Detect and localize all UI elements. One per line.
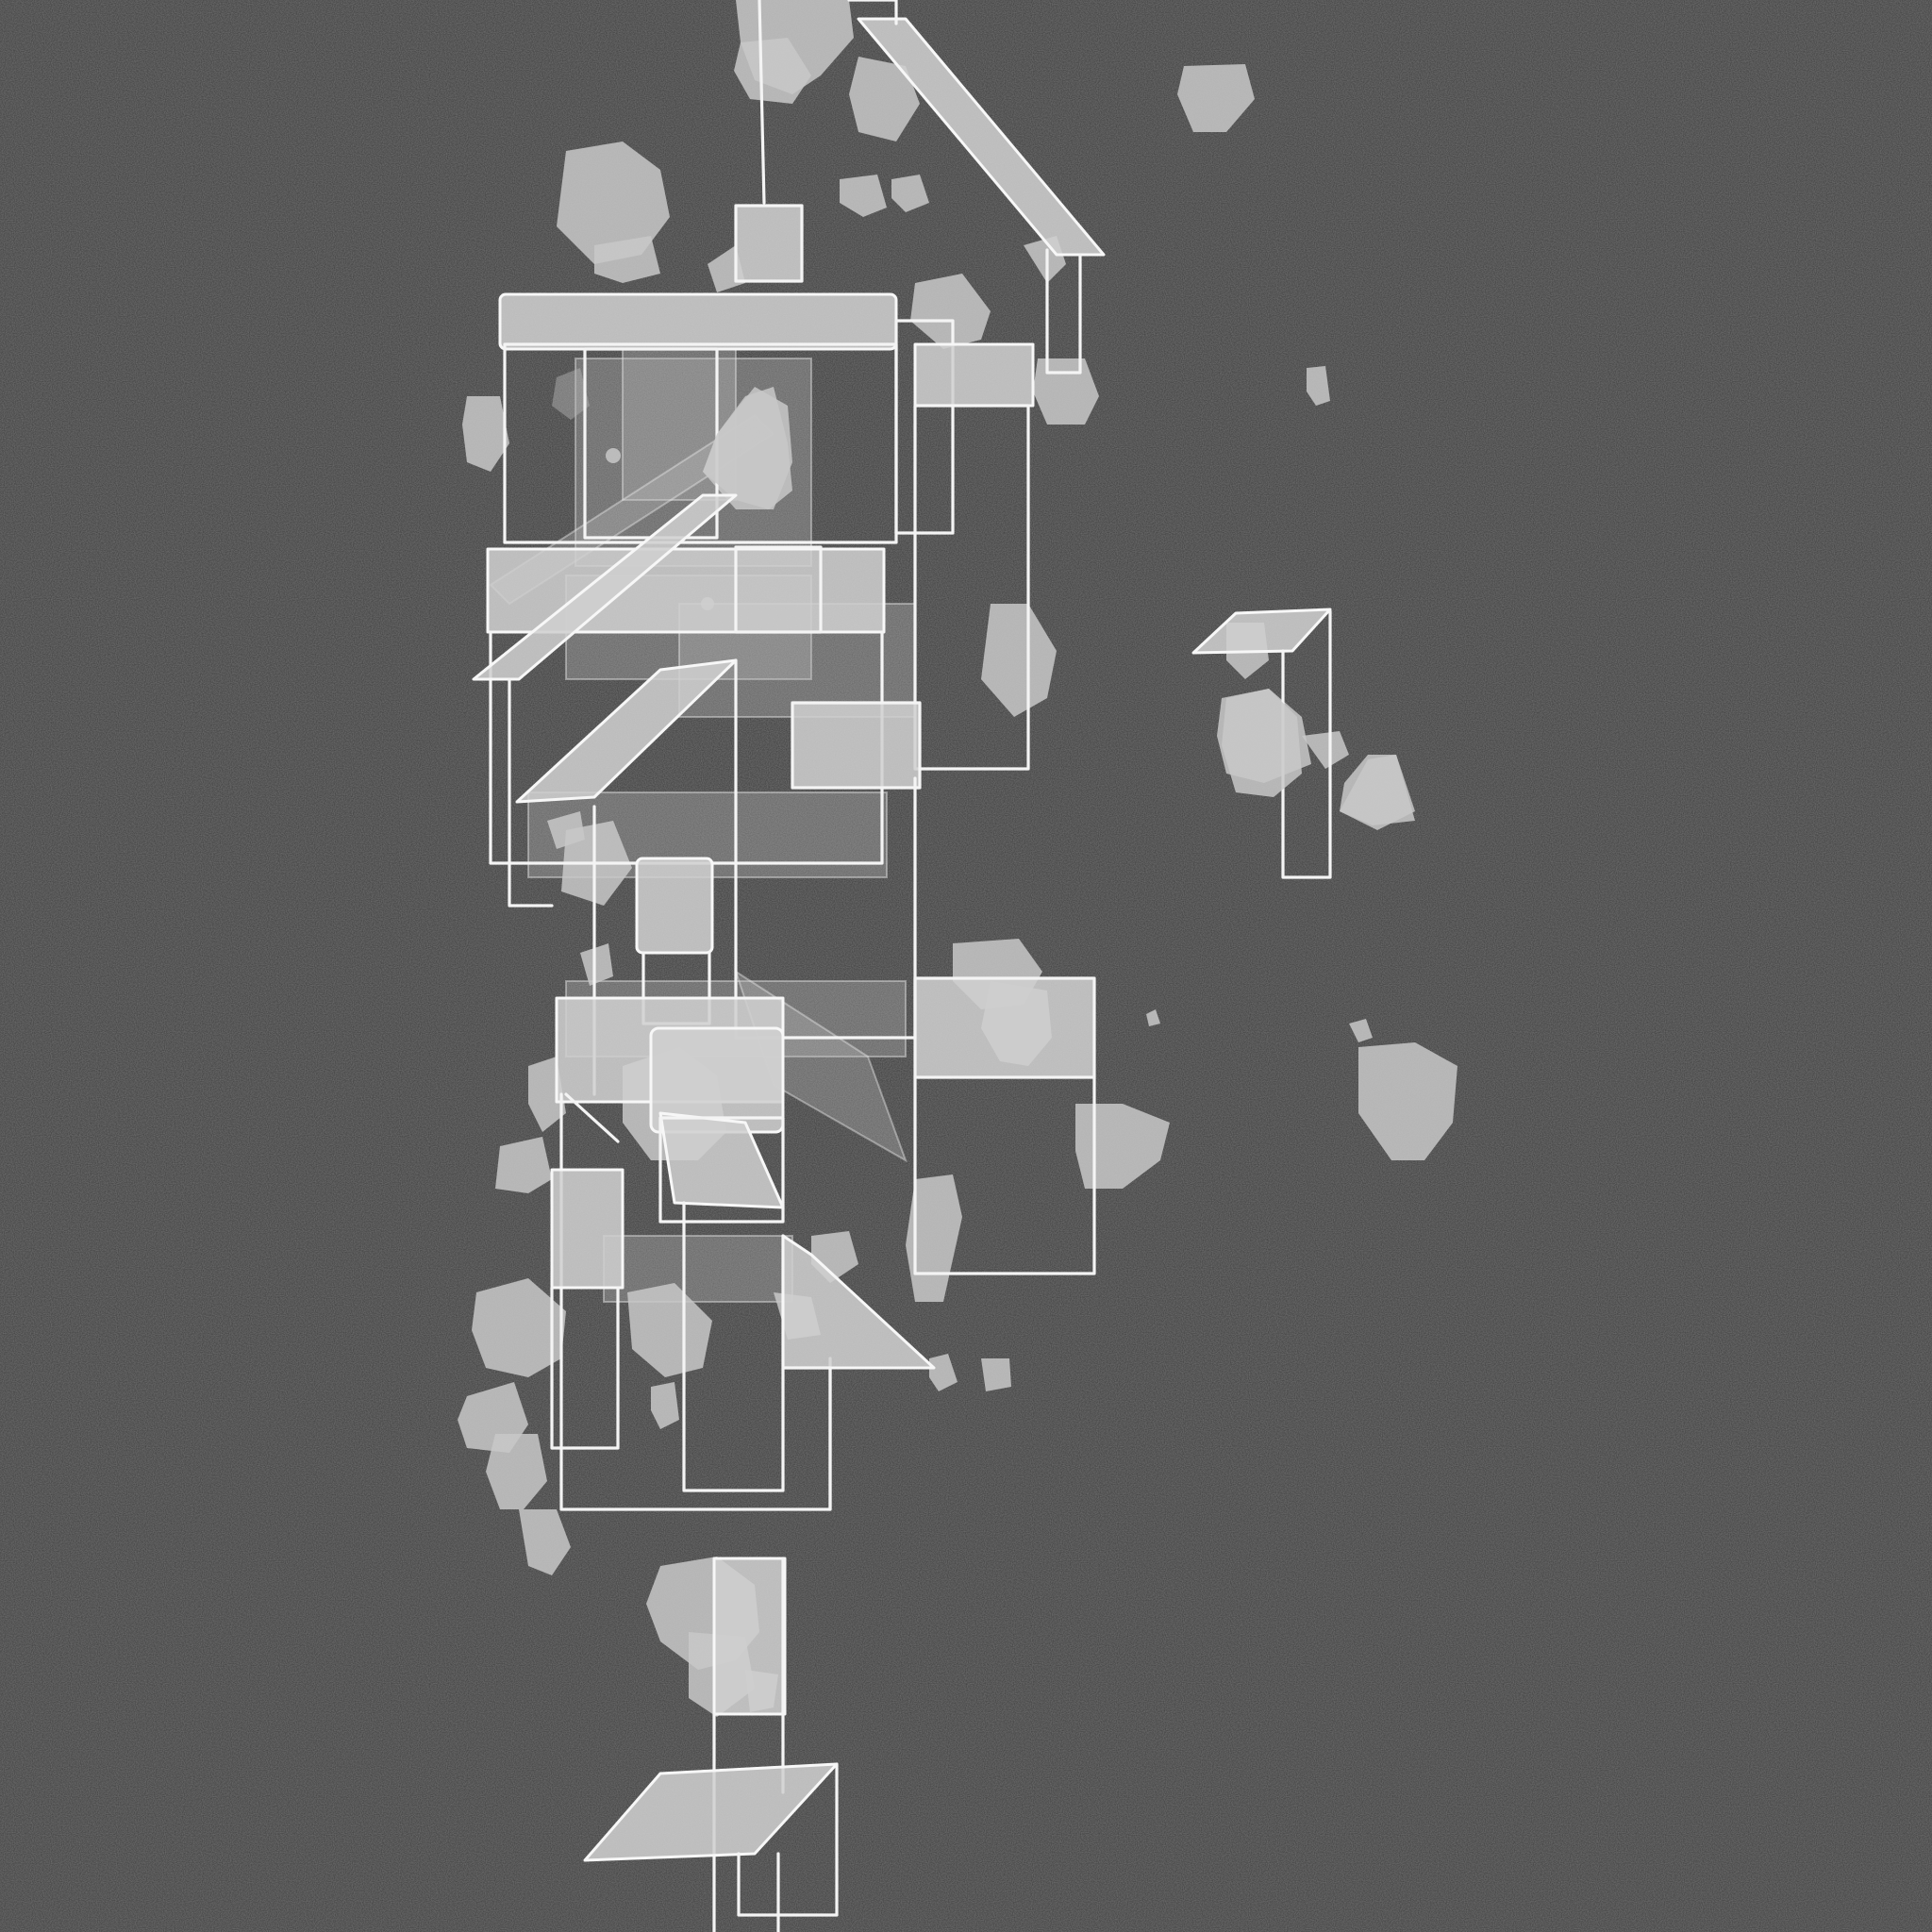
lower-block: [550, 976, 1096, 1511]
bottom-stem: [583, 1557, 839, 1932]
middle-band: [472, 493, 922, 908]
top-roof: [734, 0, 1106, 375]
floating-signpost: [1191, 608, 1415, 879]
